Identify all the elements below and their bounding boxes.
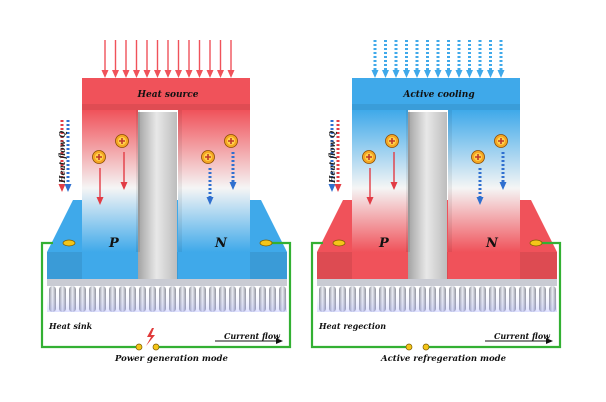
- p-carrier-arrow: [96, 168, 104, 205]
- right-n-label: N: [486, 236, 498, 251]
- circuit-wire: [40, 241, 292, 349]
- charge-carrier: [224, 134, 238, 148]
- wire-node: [405, 343, 413, 351]
- n-carrier-arrow: [476, 168, 484, 205]
- p-carrier-arrow: [366, 168, 374, 205]
- right-p-label: P: [379, 236, 389, 251]
- heat-flow-arrow: [334, 120, 342, 192]
- charge-carrier: [494, 134, 508, 148]
- wire-node: [422, 343, 430, 351]
- incoming-arrow: [206, 40, 214, 78]
- wire-node: [152, 343, 160, 351]
- heat-flow-arrow: [64, 120, 72, 192]
- power-generation-mode-caption: Power generation mode: [115, 354, 228, 364]
- incoming-arrow: [101, 40, 109, 78]
- charge-carrier: [471, 150, 485, 164]
- active-cooling-label: Active cooling: [403, 90, 475, 100]
- n-leg: [178, 110, 250, 252]
- left-heat-flow-label: Heat flow Q: [57, 130, 67, 183]
- center-gap: [136, 112, 177, 279]
- terminal: [259, 239, 273, 247]
- right-heat-flow-label: Heat flow Q: [327, 130, 337, 183]
- p-carrier-arrow: [120, 152, 128, 190]
- right-current-flow-label: Current flow: [494, 331, 551, 341]
- terminal: [62, 239, 76, 247]
- incoming-arrow: [227, 40, 235, 78]
- charge-carrier: [92, 150, 106, 164]
- charge-carrier: [201, 150, 215, 164]
- incoming-arrow: [154, 40, 161, 78]
- incoming-arrow: [382, 40, 389, 78]
- n-carrier-arrow: [499, 152, 507, 190]
- current-flow-arrowhead: [546, 338, 553, 344]
- charge-carrier: [362, 150, 376, 164]
- incoming-arrow: [476, 40, 484, 78]
- p-leg: [82, 110, 138, 252]
- wire-node: [135, 343, 143, 351]
- active-refrigeration-panel: [310, 40, 562, 351]
- heatsink-fins: [47, 279, 287, 312]
- current-flow-arrowhead: [276, 338, 283, 344]
- incoming-arrow: [466, 40, 473, 78]
- charge-carrier: [115, 134, 129, 148]
- incoming-arrow: [185, 40, 193, 78]
- heat-regection-label: Heat regection: [319, 321, 387, 331]
- n-carrier-arrow: [229, 152, 237, 190]
- incoming-arrow: [487, 40, 494, 78]
- incoming-arrow: [497, 40, 505, 78]
- incoming-arrow: [403, 40, 410, 78]
- heat-source-label: Heat source: [137, 90, 199, 100]
- incoming-arrow: [392, 40, 400, 78]
- heatsink-fins: [317, 279, 557, 312]
- p-carrier-arrow: [390, 152, 398, 190]
- incoming-arrow: [413, 40, 421, 78]
- active-refrigeration-mode-caption: Active refregeration mode: [381, 354, 506, 364]
- left-n-label: N: [215, 236, 227, 251]
- incoming-arrow: [122, 40, 130, 78]
- lightning-bolt-icon: [146, 328, 155, 346]
- heat-sink-label: Heat sink: [49, 321, 93, 331]
- incoming-arrow: [424, 40, 431, 78]
- incoming-arrow: [371, 40, 379, 78]
- incoming-arrow: [112, 40, 119, 78]
- incoming-arrow: [455, 40, 463, 78]
- left-p-label: P: [109, 236, 119, 251]
- heat-flow-arrow: [58, 120, 66, 192]
- center-gap: [406, 112, 447, 279]
- heat-flow-arrow: [328, 120, 336, 192]
- incoming-arrow: [175, 40, 182, 78]
- p-leg: [352, 110, 408, 252]
- terminal: [332, 239, 346, 247]
- incoming-arrow: [196, 40, 203, 78]
- incoming-arrow: [164, 40, 172, 78]
- left-current-flow-label: Current flow: [224, 331, 281, 341]
- charge-carrier: [385, 134, 399, 148]
- top-bar: [82, 78, 250, 110]
- top-bar: [352, 78, 520, 110]
- terminal: [529, 239, 543, 247]
- incoming-arrow: [445, 40, 452, 78]
- incoming-arrow: [217, 40, 224, 78]
- circuit-wire: [310, 241, 562, 349]
- n-leg: [448, 110, 520, 252]
- n-carrier-arrow: [206, 168, 214, 205]
- incoming-arrow: [143, 40, 151, 78]
- power-generation-panel: [40, 40, 292, 351]
- incoming-arrow: [434, 40, 442, 78]
- incoming-arrow: [133, 40, 140, 78]
